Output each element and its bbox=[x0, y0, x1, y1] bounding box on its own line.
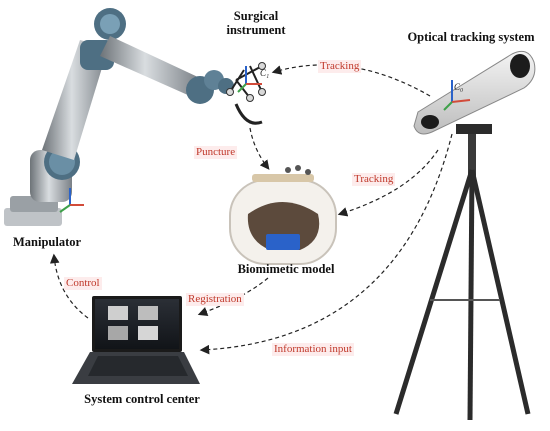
edge-label-puncture: Puncture bbox=[194, 146, 238, 159]
edge-label-control: Control bbox=[64, 277, 102, 290]
surgical-instrument-image bbox=[226, 62, 266, 125]
node-label-surgical-instrument: Surgical instrument bbox=[212, 9, 300, 37]
edge-label-tracking-instrument: Tracking bbox=[318, 60, 362, 73]
frame-label-instrument: C₁ bbox=[260, 68, 270, 78]
arrow-information-input bbox=[199, 133, 453, 355]
system-control-center-image bbox=[72, 296, 200, 384]
edge-label-registration: Registration bbox=[186, 293, 244, 306]
node-label-biomimetic-model: Biomimetic model bbox=[237, 262, 335, 276]
edge-label-information-input: Information input bbox=[272, 343, 354, 356]
node-label-optical-tracking-system: Optical tracking system bbox=[407, 30, 535, 44]
node-label-system-control-center: System control center bbox=[84, 392, 200, 406]
surgical-instrument-line-1: Surgical bbox=[233, 9, 279, 23]
edge-label-tracking-model: Tracking bbox=[352, 173, 396, 186]
manipulator-image bbox=[4, 8, 234, 226]
frame-label-camera: C₀ bbox=[454, 82, 464, 92]
arrow-control bbox=[49, 253, 89, 319]
node-label-manipulator: Manipulator bbox=[12, 235, 82, 249]
surgical-instrument-line-2: instrument bbox=[226, 23, 286, 37]
optical-tracking-system-image bbox=[393, 50, 536, 421]
arrow-puncture bbox=[249, 127, 270, 170]
biomimetic-model-image bbox=[229, 165, 337, 265]
